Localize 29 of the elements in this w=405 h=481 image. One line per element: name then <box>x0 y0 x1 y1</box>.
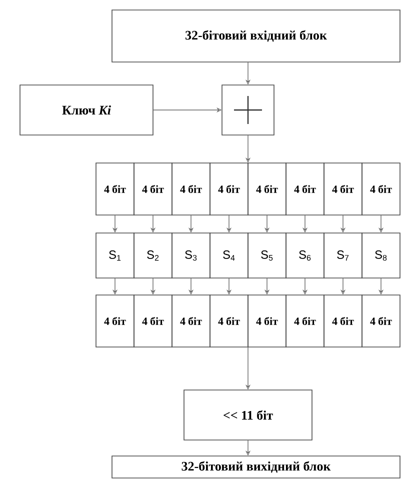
key-box: Ключ Ki <box>20 84 154 136</box>
sbox-cell: S$_{4}$ <box>210 232 248 278</box>
bit-cell: 4 біт <box>134 294 172 348</box>
shift-box: << 11 біт <box>184 390 312 440</box>
bit-cell: 4 біт <box>134 162 172 216</box>
bit-cell: 4 біт <box>248 294 286 348</box>
bit-cell: 4 біт <box>96 294 134 348</box>
bit-cell: 4 біт <box>324 162 362 216</box>
bit-cell: 4 біт <box>96 162 134 216</box>
adder-box <box>222 84 274 136</box>
bit-cell: 4 біт <box>362 294 400 348</box>
bit-cell: 4 біт <box>286 294 324 348</box>
bit-cell: 4 біт <box>172 162 210 216</box>
block-box: 32-бітовий вхідний блок <box>112 10 400 62</box>
sbox-cell: S$_{5}$ <box>248 232 286 278</box>
sbox-cell: S$_{1}$ <box>96 232 134 278</box>
bit-cell: 4 біт <box>248 162 286 216</box>
sbox-cell: S$_{3}$ <box>172 232 210 278</box>
bit-cell: 4 біт <box>286 162 324 216</box>
block-box: 32-бітовий вихідний блок <box>112 456 400 478</box>
bit-cell: 4 біт <box>210 294 248 348</box>
sbox-cell: S$_{7}$ <box>324 232 362 278</box>
sbox-cell: S$_{2}$ <box>134 232 172 278</box>
bit-cell: 4 біт <box>324 294 362 348</box>
sbox-cell: S$_{8}$ <box>362 232 400 278</box>
bit-cell: 4 біт <box>172 294 210 348</box>
bit-cell: 4 біт <box>210 162 248 216</box>
bit-cell: 4 біт <box>362 162 400 216</box>
sbox-cell: S$_{6}$ <box>286 232 324 278</box>
